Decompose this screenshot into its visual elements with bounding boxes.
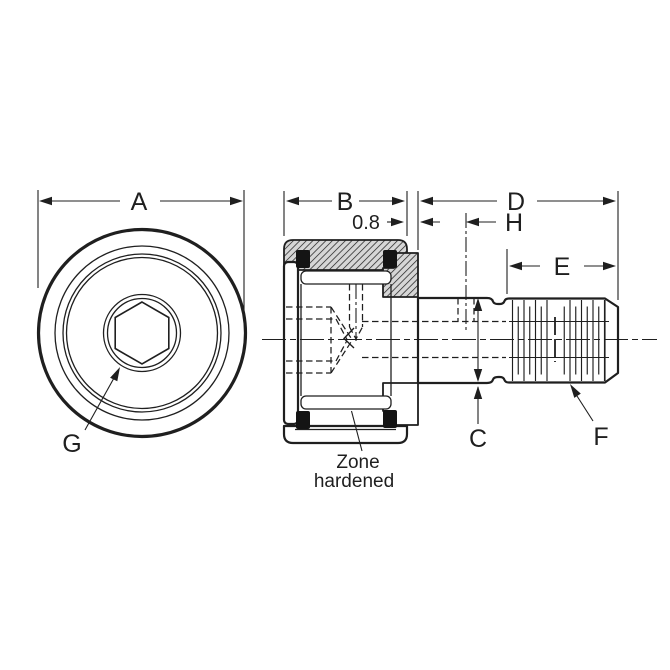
zone-hardened-annotation: Zone hardened: [314, 410, 394, 492]
hub-circle-inner: [106, 297, 178, 369]
offset-label: 0.8: [352, 212, 380, 234]
seal-bottom-right: [383, 410, 397, 428]
race-band-top: [300, 270, 392, 285]
side-view: [262, 213, 657, 445]
leader-arrowhead: [110, 367, 120, 382]
thread-lines: [511, 300, 606, 381]
right-arrowhead: [391, 217, 404, 227]
dim-label-B: B: [337, 188, 354, 216]
right-arrowhead: [603, 196, 616, 206]
dimension-C: C: [469, 298, 487, 453]
dimension-D: D: [417, 188, 619, 300]
label-G-group: G: [62, 367, 120, 458]
dim-label-H: H: [505, 209, 523, 237]
end-plate-circle-inner: [65, 256, 219, 410]
right-arrowhead: [603, 261, 616, 271]
seal-top-right: [383, 250, 397, 268]
dimension-H: H: [466, 209, 523, 237]
socket-cone-inner: [335, 318, 348, 340]
dim-label-C: C: [469, 425, 487, 453]
hub-circle-outer: [102, 293, 182, 373]
dim-label-A: A: [131, 188, 148, 216]
dimension-B: B: [283, 188, 408, 236]
end-plate-circle-outer: [62, 253, 222, 413]
race-band-bottom: [300, 395, 392, 410]
left-arrowhead: [466, 217, 479, 227]
up-arrowhead: [473, 298, 483, 311]
outer-ring-bottom-band: [282, 424, 409, 445]
right-arrowhead: [230, 196, 243, 206]
label-F-group: F: [570, 384, 609, 451]
left-arrowhead: [509, 261, 522, 271]
socket-cone: [330, 340, 353, 374]
left-arrowhead: [39, 196, 52, 206]
leader-arrowhead: [570, 384, 581, 398]
socket-cone-inner: [335, 340, 348, 362]
grease-duct: [362, 213, 506, 359]
drill-point-chevron: [343, 327, 355, 349]
zone-text-line2: hardened: [314, 471, 394, 492]
leader-line: [350, 410, 363, 452]
leader-line: [576, 395, 594, 422]
grease-hole-head: [348, 284, 364, 341]
right-arrowhead: [392, 196, 405, 206]
roller-outer-circle: [36, 227, 248, 439]
seal-bottom-left: [296, 411, 310, 429]
down-arrowhead: [473, 369, 483, 382]
outer-ring-top-band-hardened: [283, 239, 408, 271]
left-arrowhead: [420, 217, 433, 227]
up-arrowhead-outside: [473, 386, 483, 399]
leader-line: [84, 377, 115, 431]
left-arrowhead: [420, 196, 433, 206]
hidden-hex-socket: [286, 306, 355, 374]
dim-label-D: D: [507, 188, 525, 216]
side-dimensions: B D 0.8 H: [283, 188, 619, 492]
dimension-E: E: [506, 249, 616, 294]
zone-text-line1: Zone: [336, 452, 379, 473]
dim-label-F: F: [593, 423, 608, 451]
roller-inner-circle: [54, 245, 230, 421]
seal-top-left: [296, 250, 310, 268]
hex-socket: [114, 301, 170, 365]
end-plate: [282, 260, 300, 426]
front-view: A G: [36, 188, 248, 458]
socket-cone: [330, 306, 353, 340]
dimension-A: A: [37, 188, 245, 310]
left-arrowhead: [286, 196, 299, 206]
dim-label-E: E: [554, 253, 571, 281]
dim-label-G: G: [62, 430, 81, 458]
dimension-offset-0-8: 0.8: [352, 212, 440, 234]
